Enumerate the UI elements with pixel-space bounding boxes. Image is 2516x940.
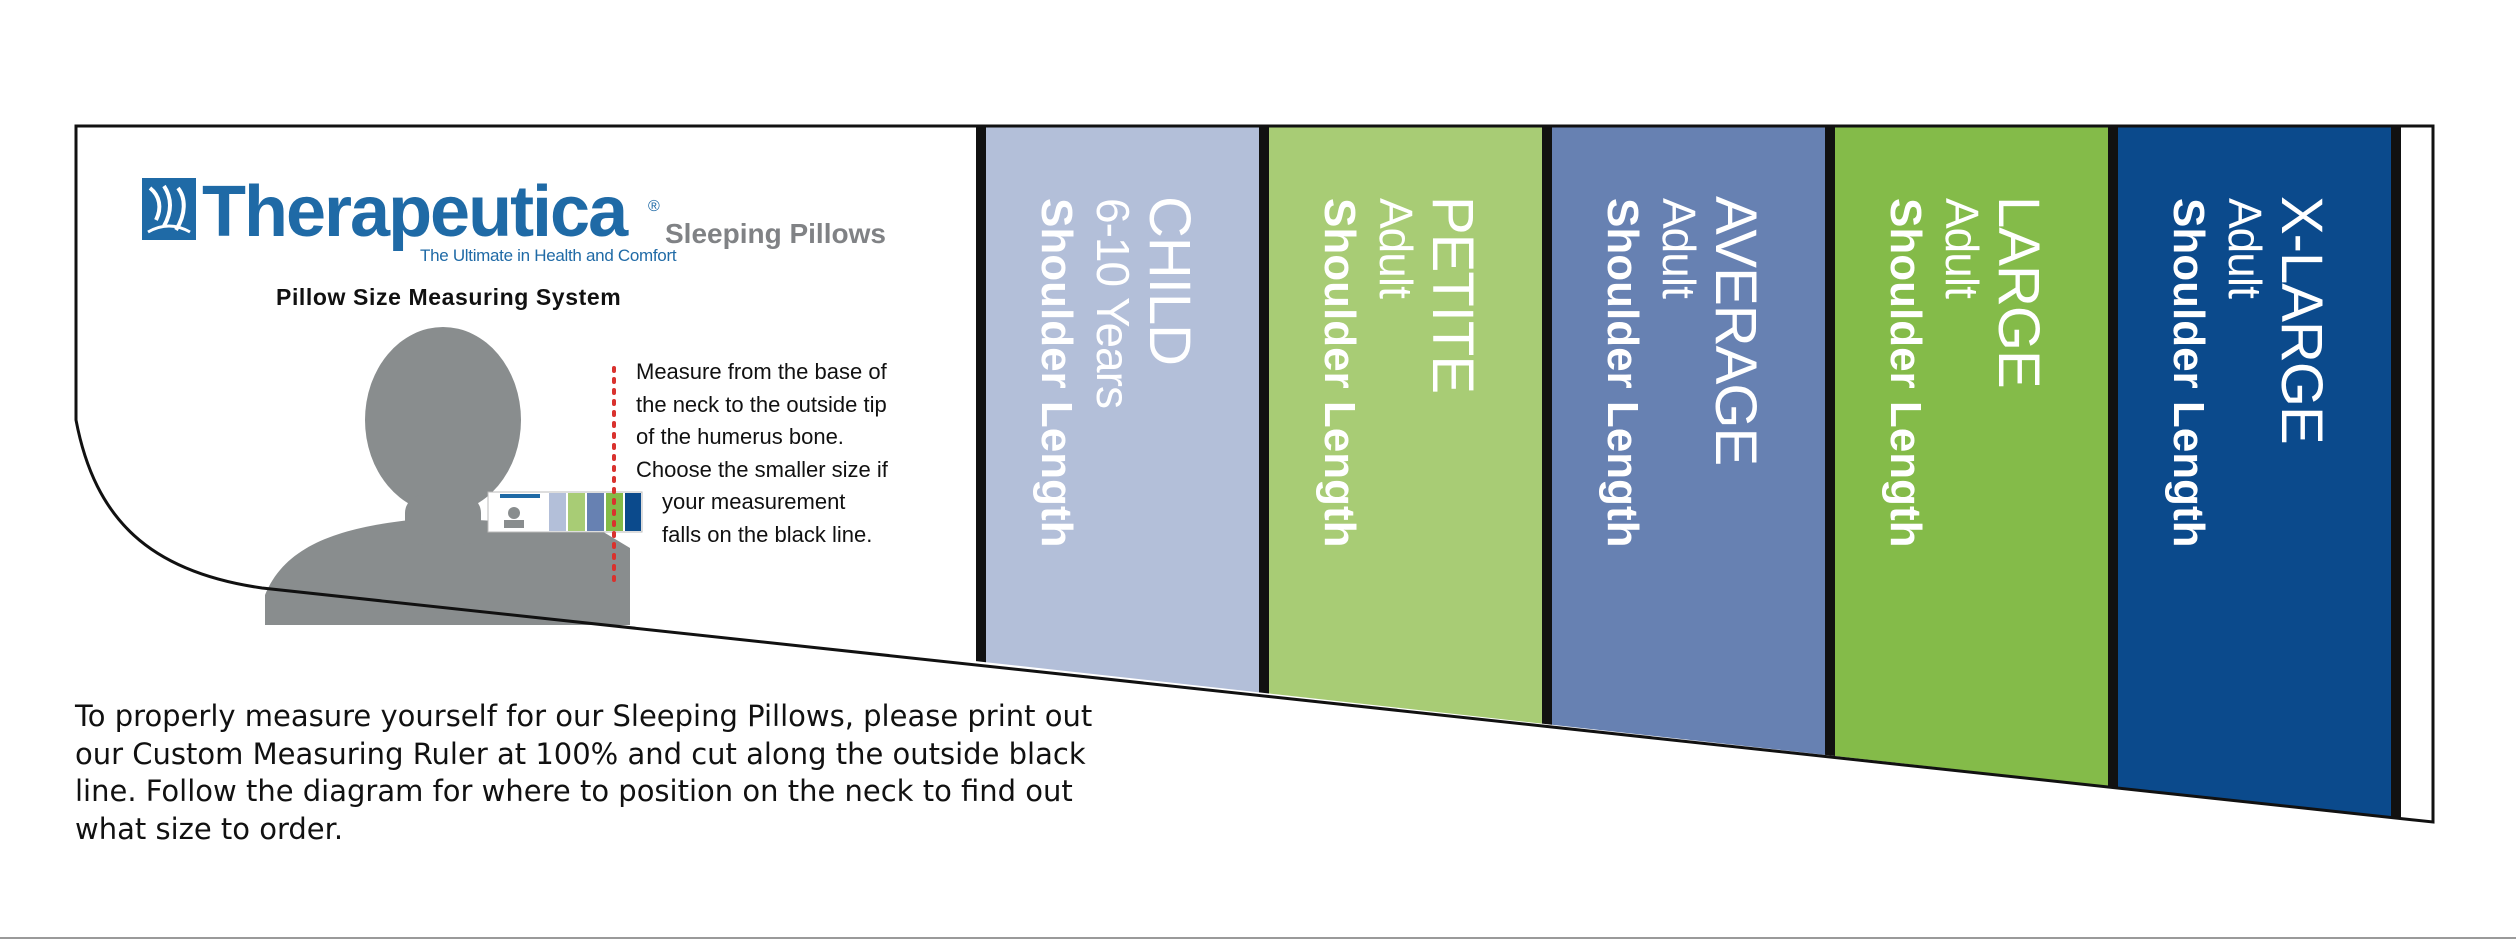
mini-ruler-image [487,491,643,533]
instruction-line: Measure from the base of [636,359,887,384]
size-label-large: Shoulder Length [1881,198,1930,548]
band-separator [1542,127,1552,725]
size-band-child [986,127,1259,693]
instruction-line: of the humerus bone. [636,424,844,449]
size-name-child: CHILD [1137,196,1202,366]
instruction-line: falls on the black line. [662,521,873,547]
instruction-line: your measurement [662,489,846,514]
size-band-xlarge [2118,127,2391,818]
ruler-outline [74,124,2435,824]
band-separator [1825,127,1835,756]
measure-instructions: Measure from the base of the neck to the… [636,356,956,551]
band-separator [2391,127,2401,819]
instruction-line: the neck to the outside tip [636,391,887,417]
size-band-average [1552,127,1825,755]
size-label-child: Shoulder Length [1032,198,1081,548]
band-separator [976,127,986,663]
size-name-large: LARGE [1986,196,2051,388]
system-title: Pillow Size Measuring System [276,284,622,310]
leaf-logo-icon [147,184,191,234]
size-label-petite: Shoulder Length [1315,198,1364,548]
size-band-large [1835,127,2108,787]
size-name-xlarge: X-LARGE [2269,196,2334,444]
logo-registered-mark: ® [648,198,660,215]
size-label-average: Shoulder Length [1598,198,1647,548]
logo-icon-box [142,178,196,240]
logo-tagline: The Ultimate in Health and Comfort [420,246,677,265]
size-sub-average: Adult [1653,198,1705,298]
size-sub-child: 6-10 Years [1087,198,1139,408]
band-separator [1259,127,1269,694]
size-name-average: AVERAGE [1703,196,1768,466]
size-band-petite [1269,127,1542,724]
size-label-xlarge: Shoulder Length [2164,198,2213,548]
band-separator [2108,127,2118,788]
size-name-petite: PETITE [1420,196,1485,394]
instruction-line: Choose the smaller size if [636,456,888,482]
logo-wordmark: Therapeutica [202,172,628,252]
product-name: Sleeping Pillows [665,218,886,249]
print-instructions: To properly measure yourself for our Sle… [75,699,1093,846]
size-sub-large: Adult [1936,198,1988,298]
size-sub-petite: Adult [1370,198,1422,298]
size-sub-xlarge: Adult [2219,198,2271,298]
ruler-left-panel [76,126,975,661]
